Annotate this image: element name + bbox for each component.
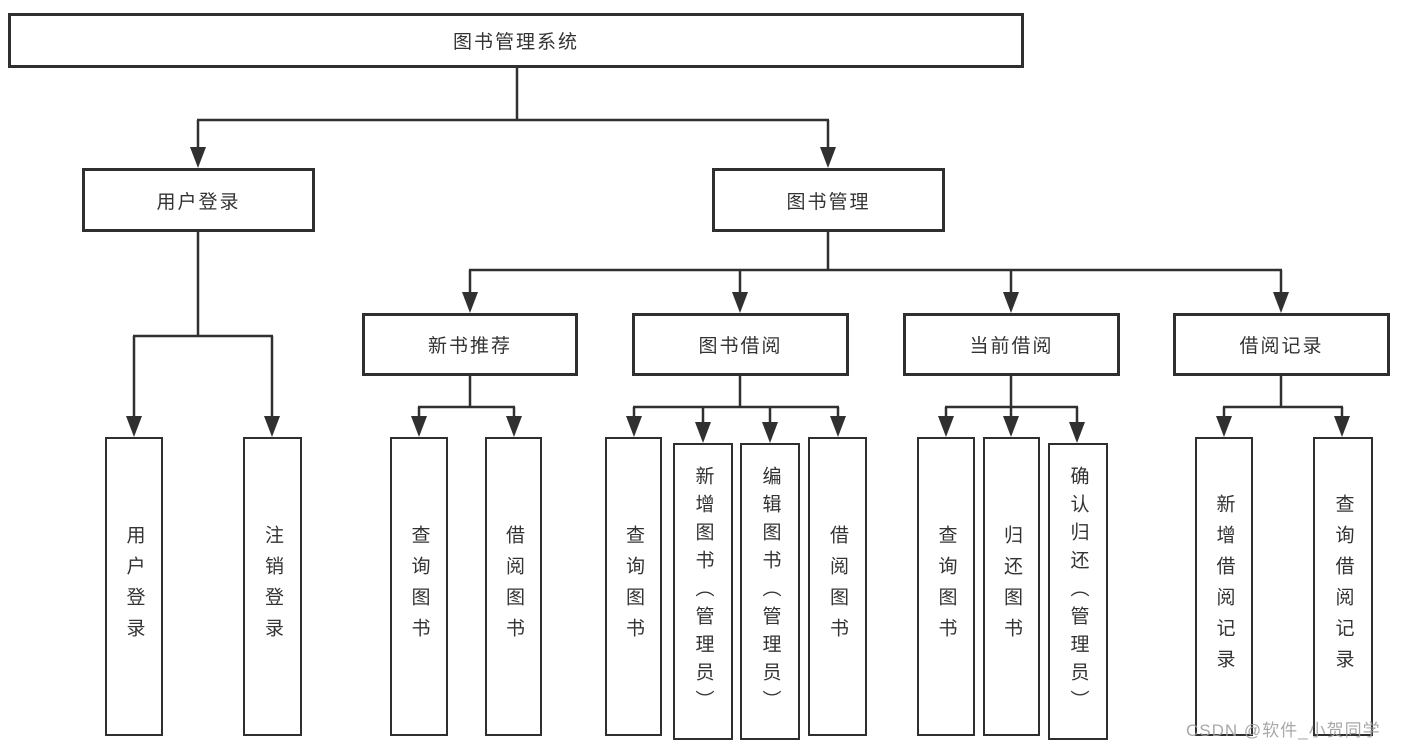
leaf-return-book: 归还图书	[983, 437, 1040, 736]
node-label: 编辑图书（管理员）	[759, 465, 781, 718]
csdn-watermark: CSDN @软件_小贺同学	[1186, 721, 1381, 740]
connector-root-to-level2	[196, 68, 830, 150]
node-new-book-recommend: 新书推荐	[362, 313, 578, 376]
connector-current-borrow-to-leaves	[944, 376, 1079, 424]
leaf-query-books-1: 查询图书	[390, 437, 448, 736]
arrowhead	[830, 416, 846, 437]
node-label: 借阅图书	[827, 524, 848, 649]
connector-user-login-to-leaves	[132, 232, 274, 418]
node-label: 借阅图书	[503, 524, 524, 649]
arrowhead	[1216, 416, 1232, 437]
arrowhead	[126, 416, 142, 437]
node-label: 查询图书	[935, 524, 957, 649]
leaf-add-book-admin: 新增图书（管理员）	[673, 443, 733, 740]
node-label: 查询图书	[623, 524, 644, 649]
node-label: 归还图书	[1001, 524, 1022, 649]
node-label: 图书管理系统	[452, 32, 579, 53]
leaf-borrow-books-2: 借阅图书	[808, 437, 867, 736]
leaf-add-borrow-record: 新增借阅记录	[1195, 437, 1253, 736]
node-current-borrow: 当前借阅	[903, 313, 1120, 376]
arrowhead	[695, 422, 711, 443]
node-label: 当前借阅	[969, 336, 1054, 357]
connector-book-mgmt-to-level3	[468, 232, 1283, 294]
leaf-query-books-3: 查询图书	[917, 437, 975, 736]
leaf-logout: 注销登录	[243, 437, 302, 736]
leaf-query-books-2: 查询图书	[605, 437, 662, 736]
arrowhead	[1273, 292, 1289, 313]
node-label: 注销登录	[262, 524, 283, 649]
arrowhead	[732, 292, 748, 313]
node-root-library-system: 图书管理系统	[8, 13, 1024, 68]
connector-borrow-records-to-leaves	[1222, 376, 1344, 418]
node-label: 图书借阅	[698, 336, 783, 357]
leaf-confirm-return-admin: 确认归还（管理员）	[1048, 443, 1108, 740]
node-borrow-records: 借阅记录	[1173, 313, 1390, 376]
arrowhead	[411, 416, 427, 437]
leaf-borrow-books-1: 借阅图书	[485, 437, 542, 736]
connector-book-borrow-to-leaves	[632, 376, 840, 424]
node-book-borrow: 图书借阅	[632, 313, 849, 376]
node-label: 用户登录	[123, 524, 145, 649]
arrowhead	[1069, 422, 1085, 443]
node-label: 图书管理	[786, 191, 871, 213]
arrowhead	[1003, 292, 1019, 313]
arrowhead	[1334, 416, 1350, 437]
node-label: 新增图书（管理员）	[692, 465, 714, 718]
arrowhead	[190, 147, 206, 168]
connector-new-books-to-leaves	[417, 376, 516, 418]
node-label: 确认归还（管理员）	[1067, 465, 1089, 718]
node-label: 新书推荐	[427, 336, 512, 357]
leaf-query-borrow-record: 查询借阅记录	[1313, 437, 1373, 736]
node-label: 用户登录	[156, 191, 241, 213]
arrowhead	[762, 422, 778, 443]
arrowhead	[938, 416, 954, 437]
arrowhead	[1003, 416, 1019, 437]
arrowhead	[264, 416, 280, 437]
node-book-management: 图书管理	[712, 168, 945, 232]
arrowhead	[626, 416, 642, 437]
arrowhead	[462, 292, 478, 313]
leaf-user-login: 用户登录	[105, 437, 163, 736]
node-label: 新增借阅记录	[1213, 493, 1235, 680]
arrowhead	[506, 416, 522, 437]
arrowhead	[820, 147, 836, 168]
node-user-login: 用户登录	[82, 168, 315, 232]
leaf-edit-book-admin: 编辑图书（管理员）	[740, 443, 800, 740]
node-label: 借阅记录	[1239, 336, 1324, 357]
node-label: 查询借阅记录	[1332, 493, 1354, 680]
node-label: 查询图书	[408, 524, 430, 649]
